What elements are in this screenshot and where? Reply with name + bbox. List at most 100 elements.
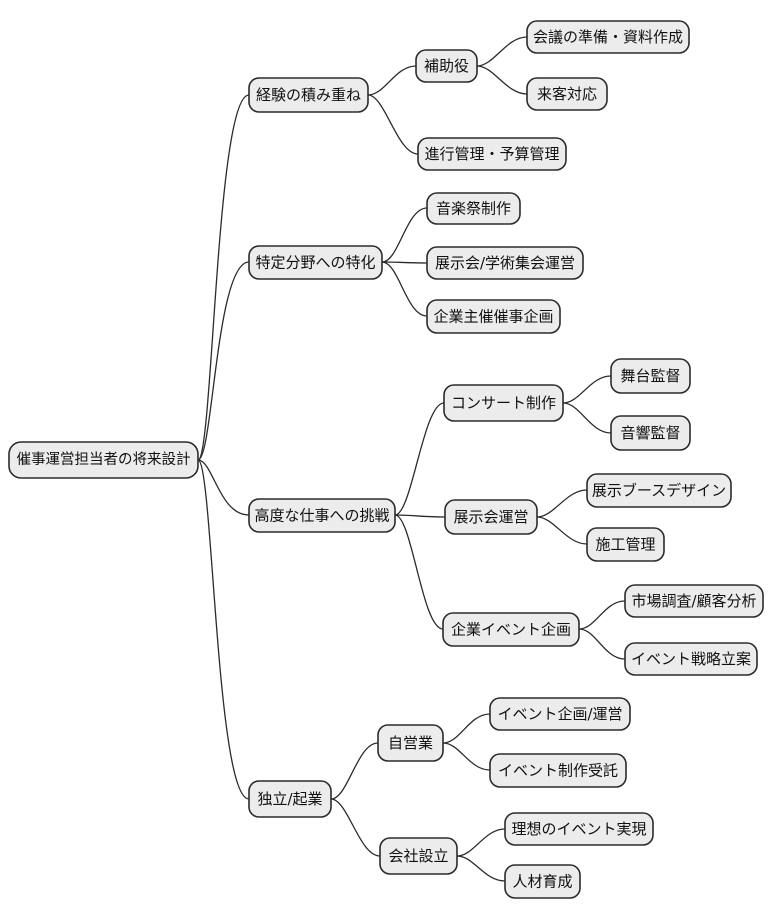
- node-label: 市場調査/顧客分析: [631, 592, 756, 610]
- node-exhibition-management: 展示会運営: [444, 499, 538, 535]
- node-box: [624, 642, 758, 676]
- node-box: [426, 192, 521, 225]
- node-event-production-contracting: イベント制作受託: [489, 753, 627, 788]
- edge-concert-sound-director: [562, 402, 612, 434]
- node-label: 経験の積み重ね: [256, 86, 361, 104]
- node-box: [444, 499, 538, 535]
- edge-concert-stage-director: [562, 375, 612, 404]
- edge-independence-self-employment: [330, 742, 379, 800]
- edge-advanced-corporate-event: [394, 514, 444, 630]
- edge-self-employment-production: [442, 742, 491, 771]
- node-event-planning-operations: イベント企画/運営: [489, 697, 631, 731]
- node-label: 補助役: [424, 57, 469, 75]
- node-box: [248, 498, 396, 533]
- node-box: [379, 837, 458, 875]
- edge-root-independence: [197, 459, 250, 800]
- node-box: [586, 527, 665, 562]
- node-construction-management: 施工管理: [586, 527, 665, 562]
- edge-exhibition-construction: [536, 516, 588, 545]
- node-label: イベント制作受託: [498, 762, 618, 780]
- edge-advanced-concert: [394, 402, 445, 516]
- node-label: 来客対応: [537, 85, 597, 103]
- node-label: 舞台監督: [620, 367, 680, 385]
- node-company-founding: 会社設立: [379, 837, 458, 875]
- node-root: 催事運営担当者の将来設計: [8, 441, 199, 479]
- node-sound-director: 音響監督: [610, 415, 691, 451]
- node-ideal-event-realization: 理想のイベント実現: [504, 812, 654, 846]
- node-box: [504, 812, 654, 846]
- edge-company-ideal-event: [456, 828, 506, 857]
- node-self-employment: 自営業: [377, 724, 444, 762]
- edge-corporate-event-strategy: [578, 628, 626, 660]
- node-box: [248, 780, 332, 818]
- node-event-strategy-planning: イベント戦略立案: [624, 642, 758, 676]
- node-box: [610, 358, 691, 394]
- node-label: 施工管理: [595, 536, 655, 554]
- edges-layer: [197, 36, 626, 882]
- node-label: イベント戦略立案: [631, 650, 751, 668]
- node-label: 自営業: [388, 734, 433, 752]
- edge-specialization-music-festival: [381, 207, 428, 263]
- node-label: コンサート制作: [451, 394, 556, 412]
- node-label: 企業主催催事企画: [433, 308, 553, 326]
- node-label: 展示会運営: [453, 508, 528, 526]
- node-label: 理想のイベント実現: [511, 820, 646, 838]
- edge-specialization-exhibition-academic: [381, 261, 428, 264]
- node-label: 企業イベント企画: [451, 621, 571, 639]
- node-box: [415, 49, 478, 83]
- node-box: [526, 20, 690, 54]
- node-label: 独立/起業: [257, 790, 322, 808]
- edge-advanced-exhibition-mgmt: [394, 514, 446, 518]
- node-meeting-prep-materials: 会議の準備・資料作成: [526, 20, 690, 54]
- node-assistant-role: 補助役: [415, 49, 478, 83]
- edge-root-advanced-work: [197, 459, 250, 516]
- node-label: 特定分野への特化: [255, 254, 375, 272]
- edge-experience-assistant: [367, 65, 417, 96]
- node-label: 音楽祭制作: [436, 200, 511, 218]
- node-booth-design: 展示ブースデザイン: [586, 473, 732, 508]
- node-box: [417, 137, 567, 171]
- node-box: [377, 724, 444, 762]
- node-box: [248, 245, 383, 280]
- node-label: 展示会/学術集会運営: [435, 254, 575, 272]
- node-box: [526, 77, 608, 111]
- node-box: [248, 77, 369, 113]
- node-label: 会社設立: [388, 847, 448, 865]
- node-hr-development: 人材育成: [504, 864, 581, 899]
- edge-assistant-visitor: [476, 65, 528, 95]
- node-stage-director: 舞台監督: [610, 358, 691, 394]
- node-music-festival-production: 音楽祭制作: [426, 192, 521, 225]
- node-visitor-reception: 来客対応: [526, 77, 608, 111]
- node-experience-accumulation: 経験の積み重ね: [248, 77, 369, 113]
- node-label: 展示ブースデザイン: [592, 482, 726, 500]
- node-box: [426, 246, 584, 280]
- node-specialization: 特定分野への特化: [248, 245, 383, 280]
- node-label: イベント企画/運営: [497, 705, 622, 723]
- node-label: 進行管理・予算管理: [424, 145, 559, 163]
- node-corporate-event-planning: 企業イベント企画: [442, 612, 580, 647]
- nodes-layer: 催事運営担当者の将来設計 経験の積み重ね 補助役 会議の準備・資料作成 来客対応…: [8, 20, 764, 899]
- node-label: 人材育成: [512, 873, 572, 891]
- node-label: 催事運営担当者の将来設計: [17, 451, 191, 468]
- node-box: [442, 612, 580, 647]
- edge-independence-company: [330, 798, 381, 857]
- node-concert-production: コンサート制作: [443, 384, 564, 422]
- node-label: 音響監督: [620, 424, 680, 442]
- node-box: [8, 441, 199, 479]
- edge-self-employment-planning-ops: [442, 713, 491, 744]
- node-advanced-work-challenge: 高度な仕事への挑戦: [248, 498, 396, 533]
- node-label: 会議の準備・資料作成: [533, 28, 683, 46]
- edge-root-specialization: [197, 261, 250, 461]
- node-market-research-customer-analysis: 市場調査/顧客分析: [624, 584, 764, 618]
- edge-experience-progress: [367, 94, 419, 155]
- node-box: [610, 415, 691, 451]
- node-box: [489, 753, 627, 788]
- node-box: [586, 473, 732, 508]
- node-independence-entrepreneurship: 独立/起業: [248, 780, 332, 818]
- edge-root-experience: [197, 94, 250, 461]
- edge-corporate-event-market-research: [578, 600, 626, 630]
- edge-exhibition-booth-design: [536, 489, 588, 518]
- edge-assistant-meeting-prep: [476, 36, 528, 67]
- edge-company-hr-development: [456, 855, 506, 882]
